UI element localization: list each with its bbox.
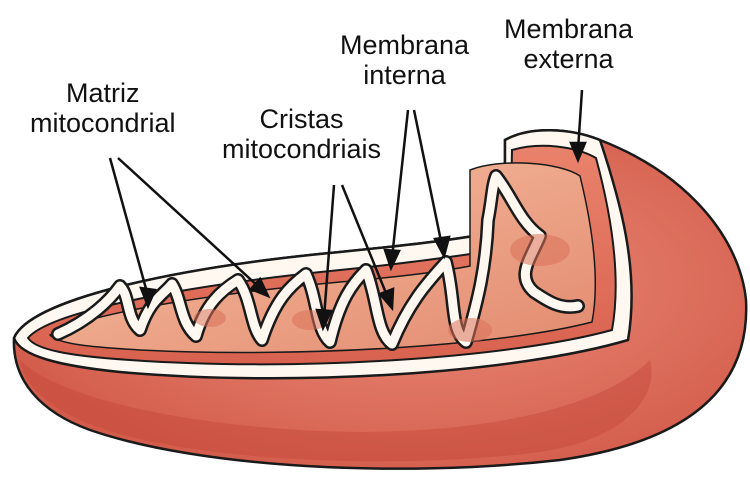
label-cristas-mitocondriais: Cristas mitocondriais [222,104,381,164]
label-externa-line1: Membrana [504,14,633,44]
label-externa-line2: externa [504,44,633,74]
label-membrana-externa: Membrana externa [504,14,633,74]
label-cristas-line1: Cristas [222,104,381,134]
label-interna-line2: interna [340,60,469,90]
label-cristas-line2: mitocondriais [222,134,381,164]
label-matriz-mitocondrial: Matriz mitocondrial [30,78,176,138]
label-membrana-interna: Membrana interna [340,30,469,90]
label-interna-line1: Membrana [340,30,469,60]
label-matriz-line1: Matriz [30,78,176,108]
label-matriz-line2: mitocondrial [30,108,176,138]
